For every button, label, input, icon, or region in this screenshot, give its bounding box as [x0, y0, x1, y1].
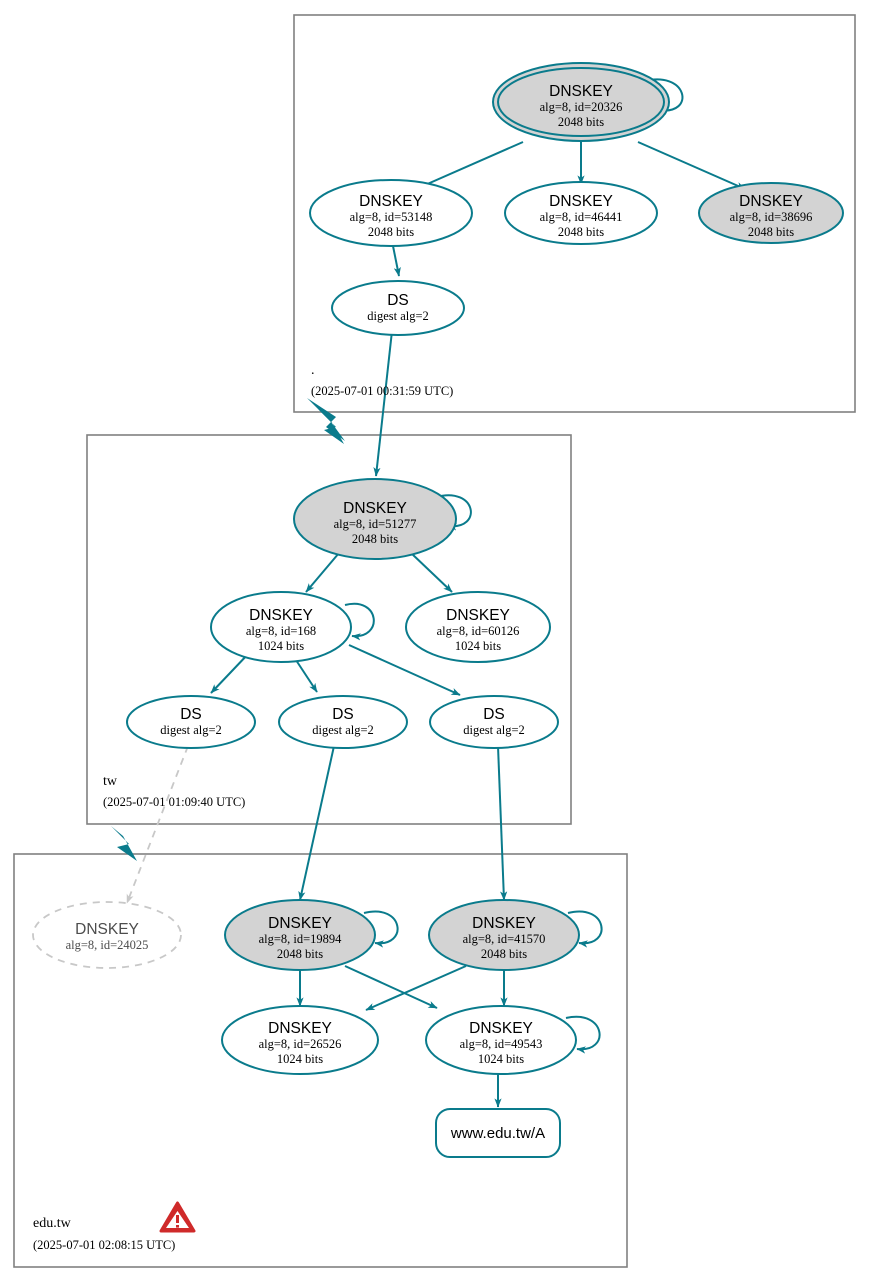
node-line3: 2048 bits	[277, 947, 323, 961]
node-line2: digest alg=2	[367, 309, 429, 323]
zone-label-edu-tw: edu.tw (2025-07-01 02:08:15 UTC)	[33, 1216, 175, 1252]
node-title: www.edu.tw/A	[450, 1125, 545, 1142]
zone-box-edu-tw	[13, 853, 628, 1268]
node-title: DNSKEY	[739, 193, 803, 210]
zone-timestamp: (2025-07-01 02:08:15 UTC)	[33, 1238, 175, 1252]
node-edu-dnskey-49543[interactable]: DNSKEY alg=8, id=49543 1024 bits	[425, 1005, 577, 1075]
warning-triangle-icon	[159, 1201, 196, 1233]
edge-root-53148-to-ds	[392, 245, 401, 277]
node-line3: 2048 bits	[748, 225, 794, 239]
node-tw-dnskey-60126[interactable]: DNSKEY alg=8, id=60126 1024 bits	[405, 591, 551, 663]
zone-name: edu.tw	[33, 1216, 72, 1231]
node-title: DNSKEY	[249, 607, 313, 624]
node-title: DNSKEY	[549, 83, 613, 100]
zone-label-root: . (2025-07-01 00:31:59 UTC)	[311, 363, 453, 398]
node-tw-ds-3[interactable]: DS digest alg=2	[429, 695, 559, 749]
node-edu-rrset-www[interactable]: www.edu.tw/A	[435, 1108, 561, 1158]
zone-name: tw	[103, 774, 118, 789]
edge-tw-168-to-ds3	[348, 644, 461, 696]
node-line2: alg=8, id=51277	[334, 517, 417, 531]
node-line3: 2048 bits	[368, 225, 414, 239]
node-title: DNSKEY	[268, 1020, 332, 1037]
node-tw-ds-2[interactable]: DS digest alg=2	[278, 695, 408, 749]
zone-box-tw	[86, 434, 572, 825]
node-title: DNSKEY	[359, 193, 423, 210]
zone-link-tw-to-edu-tw	[99, 814, 137, 861]
node-root-dnskey-46441[interactable]: DNSKEY alg=8, id=46441 2048 bits	[504, 181, 658, 245]
node-title: DNSKEY	[343, 500, 407, 517]
edge-tw-51277-to-168	[305, 552, 340, 593]
node-line3: 2048 bits	[558, 115, 604, 129]
edge-self-tw-51277	[435, 494, 472, 531]
zone-name: .	[311, 363, 315, 378]
node-line2: alg=8, id=46441	[540, 210, 623, 224]
node-line3: 2048 bits	[481, 947, 527, 961]
node-edu-dnskey-41570[interactable]: DNSKEY alg=8, id=41570 2048 bits	[428, 899, 580, 971]
node-root-dnskey-38696[interactable]: DNSKEY alg=8, id=38696 2048 bits	[698, 182, 844, 244]
node-line2: digest alg=2	[312, 723, 374, 737]
node-line3: 1024 bits	[258, 639, 304, 653]
node-edu-dnskey-24025-insecure[interactable]: DNSKEY alg=8, id=24025	[32, 901, 182, 969]
node-line3: 1024 bits	[455, 639, 501, 653]
node-line3: 1024 bits	[478, 1052, 524, 1066]
node-title: DNSKEY	[446, 607, 510, 624]
edge-tw-ds3-to-edu-41570	[497, 745, 508, 901]
node-line2: digest alg=2	[160, 723, 222, 737]
node-tw-ds-1[interactable]: DS digest alg=2	[126, 695, 256, 749]
edge-root-ksk-to-38696	[637, 141, 746, 190]
edge-tw-51277-to-60126	[410, 552, 453, 593]
node-title: DS	[180, 706, 202, 723]
zone-timestamp: (2025-07-01 00:31:59 UTC)	[311, 384, 453, 398]
node-line3: 1024 bits	[277, 1052, 323, 1066]
node-line2: alg=8, id=41570	[463, 932, 546, 946]
edge-self-edu-41570	[567, 910, 603, 948]
edge-self-edu-19894	[363, 910, 399, 948]
edge-root-ksk-to-53148	[415, 141, 524, 190]
zone-label-tw: tw (2025-07-01 01:09:40 UTC)	[103, 774, 245, 809]
node-root-ds[interactable]: DS digest alg=2	[331, 280, 465, 336]
node-line2: alg=8, id=19894	[259, 932, 343, 946]
node-title: DNSKEY	[268, 915, 332, 932]
node-title: DS	[483, 706, 505, 723]
node-title: DNSKEY	[75, 921, 139, 938]
node-line2: alg=8, id=38696	[730, 210, 813, 224]
zone-box-root	[293, 14, 856, 413]
zone-timestamp: (2025-07-01 01:09:40 UTC)	[103, 795, 245, 809]
edge-tw-ds2-to-edu-19894	[298, 745, 335, 901]
edge-self-tw-168	[344, 602, 375, 641]
node-title: DS	[387, 292, 409, 309]
node-root-ksk-20326[interactable]: DNSKEY alg=8, id=20326 2048 bits	[492, 62, 670, 142]
node-line3: 2048 bits	[558, 225, 604, 239]
node-root-dnskey-53148[interactable]: DNSKEY alg=8, id=53148 2048 bits	[309, 179, 473, 247]
node-line2: alg=8, id=60126	[437, 624, 520, 638]
node-tw-dnskey-51277[interactable]: DNSKEY alg=8, id=51277 2048 bits	[293, 478, 457, 560]
node-title: DNSKEY	[549, 193, 613, 210]
node-line3: 2048 bits	[352, 532, 398, 546]
edge-edu-41570-to-26526	[365, 965, 467, 1011]
zone-link-root-to-tw	[306, 397, 345, 444]
edge-self-edu-49543	[565, 1015, 601, 1054]
node-line2: alg=8, id=53148	[350, 210, 433, 224]
edge-tw-ds1-to-edu-24025	[126, 745, 189, 904]
node-line2: digest alg=2	[463, 723, 525, 737]
node-tw-dnskey-168[interactable]: DNSKEY alg=8, id=168 1024 bits	[210, 591, 352, 663]
node-title: DNSKEY	[469, 1020, 533, 1037]
node-line2: alg=8, id=49543	[460, 1037, 543, 1051]
node-edu-dnskey-26526[interactable]: DNSKEY alg=8, id=26526 1024 bits	[221, 1005, 379, 1075]
node-line2: alg=8, id=24025	[66, 938, 149, 952]
node-line2: alg=8, id=20326	[540, 100, 623, 114]
node-title: DS	[332, 706, 354, 723]
node-title: DNSKEY	[472, 915, 536, 932]
edge-root-ds-to-tw-51277	[373, 330, 393, 477]
node-line2: alg=8, id=26526	[259, 1037, 342, 1051]
edge-edu-19894-to-49543	[344, 965, 438, 1009]
node-line2: alg=8, id=168	[246, 624, 316, 638]
edge-tw-168-to-ds1	[210, 651, 251, 694]
node-edu-dnskey-19894[interactable]: DNSKEY alg=8, id=19894 2048 bits	[224, 899, 376, 971]
